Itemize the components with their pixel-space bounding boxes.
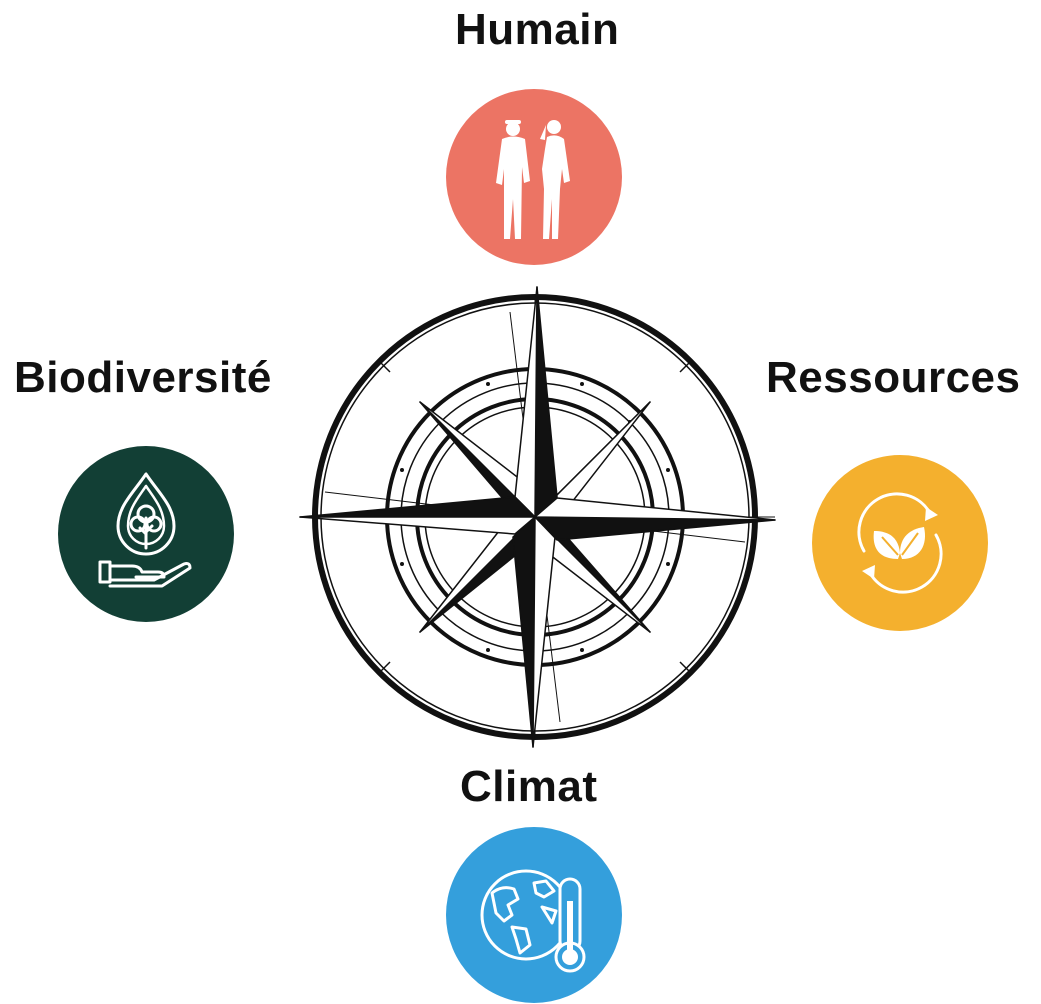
label-humain: Humain (455, 5, 620, 54)
globe-thermometer-icon (480, 869, 586, 973)
humain-circle (446, 89, 622, 265)
label-ressources: Ressources (766, 353, 1021, 402)
label-biodiversite: Biodiversité (14, 353, 272, 402)
compass-rose-icon (299, 286, 776, 748)
biodiversite-circle (58, 446, 234, 622)
tree-drop-hand-icon (98, 472, 192, 588)
climat-circle (446, 827, 622, 1003)
label-climat: Climat (460, 762, 598, 811)
hikers-icon (496, 120, 570, 239)
recycle-leaves-icon (857, 492, 943, 594)
ressources-circle (812, 455, 988, 631)
